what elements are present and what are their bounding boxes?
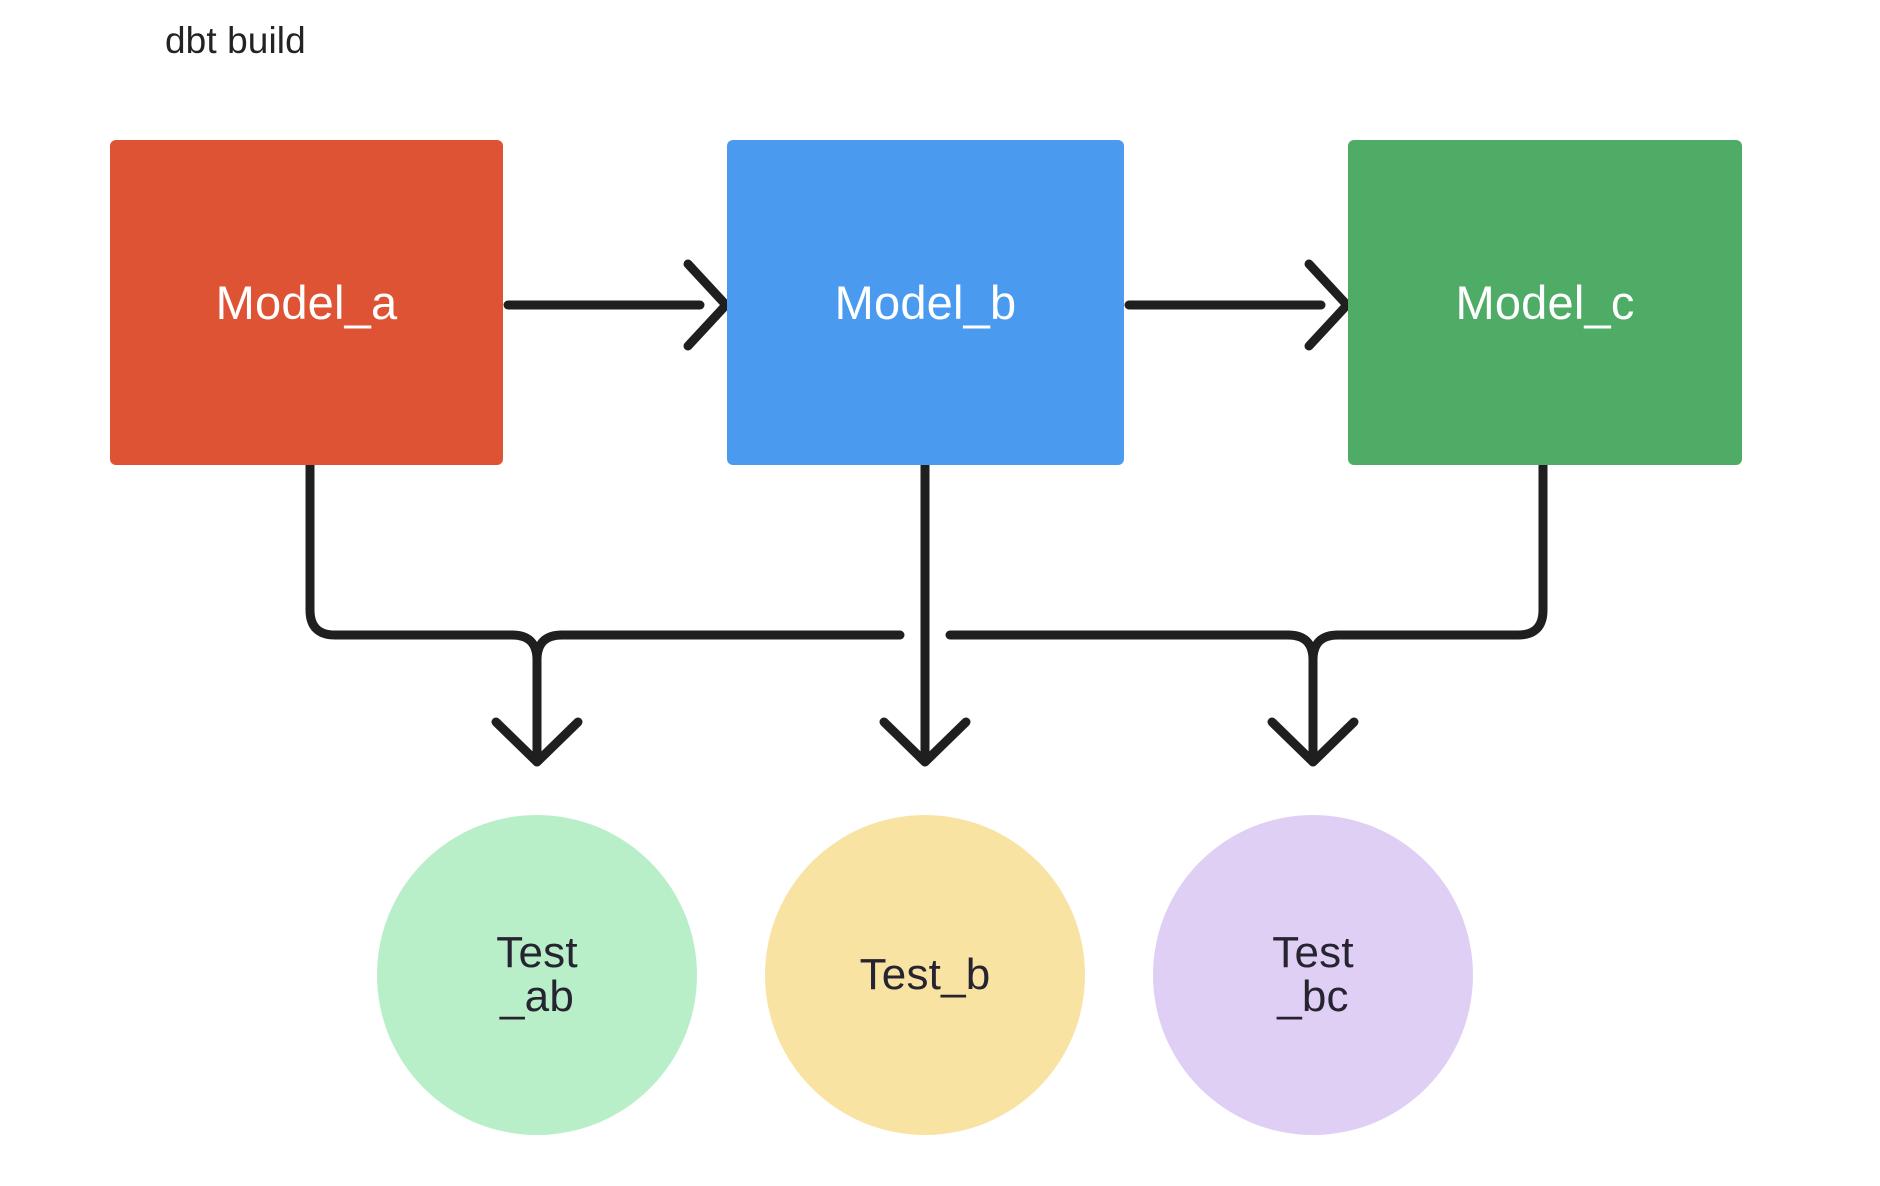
model-label-model-b: Model_b (834, 275, 1017, 329)
arrowhead-model-b-in (683, 259, 731, 351)
arrowhead-model-c-in (1304, 259, 1352, 351)
model-node-model-b[interactable]: Model_b (727, 140, 1124, 465)
model-label-model-c: Model_c (1455, 275, 1635, 329)
test-node-test-ab[interactable]: Test _ab (377, 815, 697, 1135)
edge-bus-right-curve (1283, 630, 1318, 765)
test-node-test-b[interactable]: Test_b (765, 815, 1085, 1135)
diagram-title: dbt build (165, 20, 306, 61)
model-node-model-c[interactable]: Model_c (1348, 140, 1742, 465)
test-node-test-bc[interactable]: Test _bc (1153, 815, 1473, 1135)
model-node-model-a[interactable]: Model_a (110, 140, 503, 465)
arrowhead-test-b-in (879, 717, 971, 767)
test-label-test-b: Test_b (859, 950, 991, 999)
arrowhead-test-bc-in (1267, 717, 1359, 767)
edge-model-c-to-test-bc (1308, 460, 1548, 665)
test-label-test-bc: Test _bc (1272, 928, 1354, 1021)
edge-model-a-to-test-ab (305, 460, 542, 765)
test-label-test-ab: Test _ab (496, 928, 578, 1021)
model-label-model-a: Model_a (215, 275, 398, 329)
arrowhead-test-ab-in (491, 717, 583, 767)
edge-bus-left-curve (532, 630, 567, 665)
